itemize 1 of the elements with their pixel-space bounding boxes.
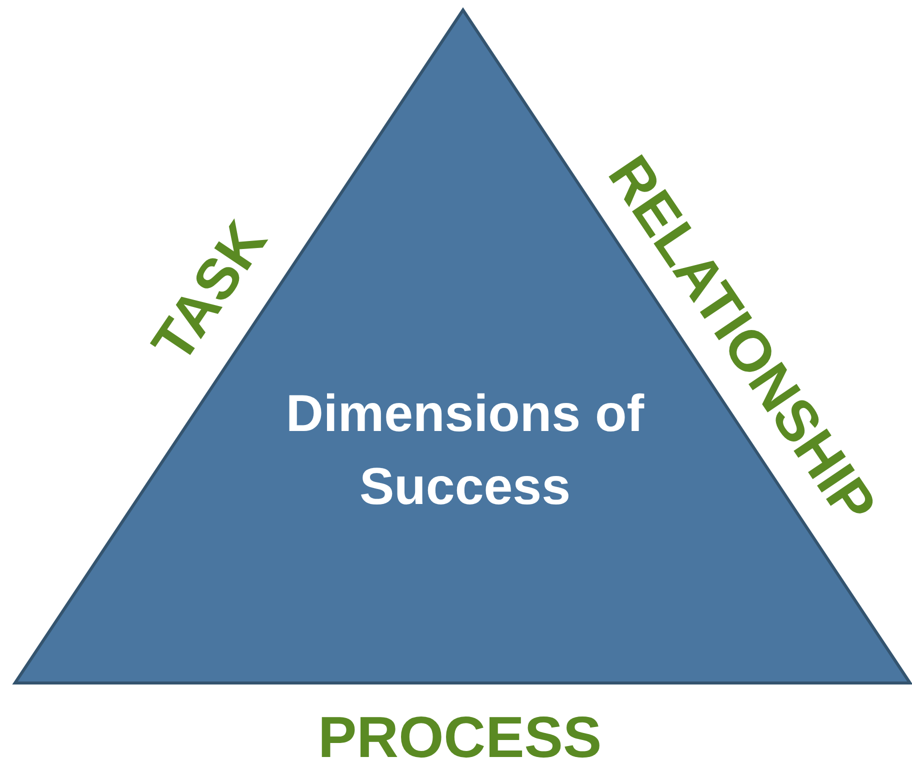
side-label: PROCESS	[318, 709, 602, 767]
